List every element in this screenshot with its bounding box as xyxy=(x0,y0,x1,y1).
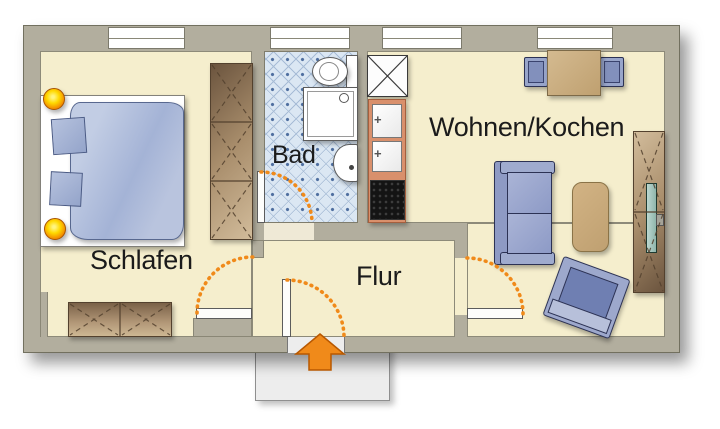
bed-duvet xyxy=(70,102,184,240)
flur-wohnen-doorway-floor xyxy=(455,258,467,315)
wardrobe xyxy=(210,63,253,240)
coffee-table xyxy=(572,182,609,252)
wohnen-door-leaf xyxy=(467,308,523,319)
shower xyxy=(303,87,358,141)
wall-flur-pilaster xyxy=(193,318,252,337)
room-label-wohnen-kochen: Wohnen/Kochen xyxy=(429,112,625,142)
sink-faucet-dot xyxy=(349,165,354,170)
entrance-doorway-gap xyxy=(287,337,345,353)
wall-corner-step xyxy=(40,292,48,337)
window-3 xyxy=(382,27,462,49)
fridge-cabinet xyxy=(367,55,408,97)
room-label-schlafen: Schlafen xyxy=(90,245,193,275)
window-1 xyxy=(108,27,185,49)
dining-chair-right-seat xyxy=(604,61,620,83)
bad-door-leaf xyxy=(257,171,265,223)
kitchen-sink-panel-1 xyxy=(372,104,402,138)
bedside-lamp-bottom xyxy=(44,218,66,240)
bad-doorway-threshold xyxy=(264,223,314,240)
window-4 xyxy=(537,27,613,49)
room-label-flur: Flur xyxy=(356,261,402,291)
room-label-bad: Bad xyxy=(272,141,316,169)
bed-pillow-bottom xyxy=(49,171,83,207)
window-2 xyxy=(270,27,350,49)
sofa-cushion-1 xyxy=(507,172,552,214)
sink-faucet-mark-2: + xyxy=(374,146,382,161)
kitchen-sink-panel-2 xyxy=(372,141,402,172)
entrance-door-leaf xyxy=(282,279,291,337)
schlafen-door-leaf xyxy=(196,308,252,319)
sink-faucet-mark-1: + xyxy=(374,112,382,127)
sofa-cushion-2 xyxy=(507,213,552,254)
bathroom-sink xyxy=(333,144,358,182)
shower-drain xyxy=(339,93,349,103)
toilet-bowl-inner xyxy=(319,62,339,81)
dining-table xyxy=(547,50,601,96)
tv-bracket xyxy=(656,214,664,226)
dining-chair-left-seat xyxy=(528,61,544,83)
bed-pillow-top xyxy=(50,116,88,156)
sofa xyxy=(494,161,555,265)
stove xyxy=(370,180,405,220)
bedside-lamp-top xyxy=(43,88,65,110)
wall-schlafen-flur-stub xyxy=(252,240,264,258)
dresser xyxy=(68,302,172,337)
